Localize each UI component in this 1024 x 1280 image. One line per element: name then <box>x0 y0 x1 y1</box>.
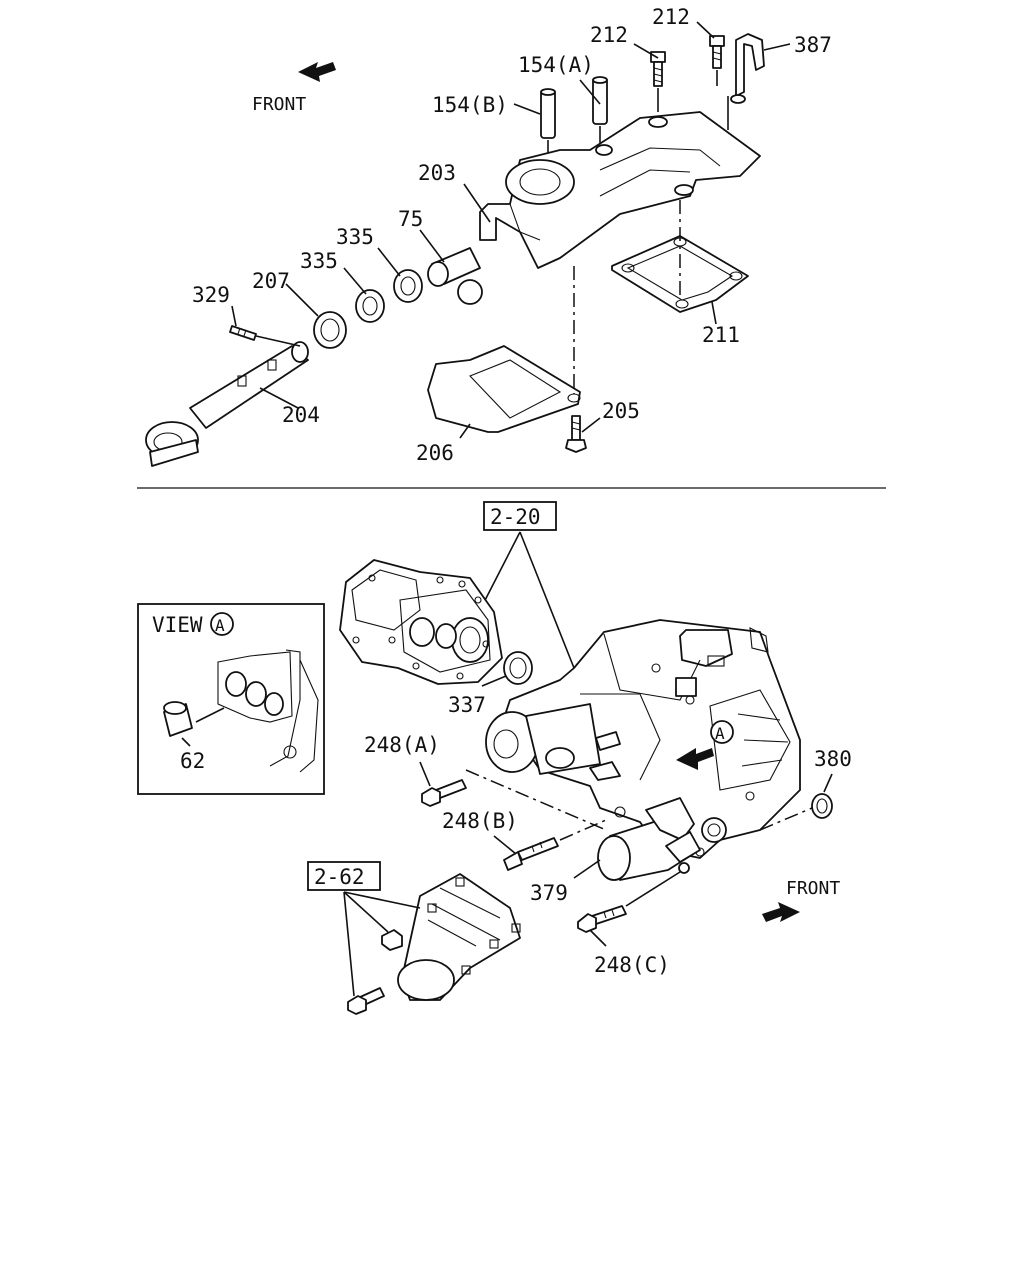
callout-379: 379 <box>530 881 568 905</box>
actuator-379 <box>597 797 701 881</box>
callout-204: 204 <box>282 403 320 427</box>
ref-2-20-label: 2-20 <box>490 505 541 529</box>
front-label-lower: FRONT <box>786 878 840 899</box>
callout-205: 205 <box>602 399 640 423</box>
oil-seal-337 <box>481 651 533 687</box>
transmission-case-small <box>339 559 503 685</box>
callout-211: 211 <box>702 323 740 347</box>
callout-335-right: 335 <box>336 225 374 249</box>
ref-box-2-20: 2-20 <box>483 501 557 531</box>
callout-206: 206 <box>416 441 454 465</box>
callout-337: 337 <box>448 693 486 717</box>
ref-2-62-label: 2-62 <box>314 865 365 889</box>
callout-207: 207 <box>252 269 290 293</box>
callout-248c: 248(C) <box>594 953 670 977</box>
callout-248a: 248(A) <box>364 733 440 757</box>
bolt-248b <box>493 819 607 871</box>
bolt-248c <box>577 871 681 947</box>
starter-assembly <box>347 873 521 1015</box>
ring-335-right <box>393 269 423 303</box>
bushing-75 <box>427 247 483 305</box>
lower-assembly: 2-20 <box>137 501 852 1015</box>
callout-329: 329 <box>192 283 230 307</box>
spring-pin-329 <box>229 325 257 341</box>
bolt-248a <box>419 761 607 831</box>
callout-75: 75 <box>398 207 423 231</box>
callout-62: 62 <box>180 749 205 773</box>
view-a-arrow: A <box>676 720 734 770</box>
bolt-205 <box>565 415 587 453</box>
upper-assembly: FRONT <box>145 5 832 467</box>
detail-a-marker: A <box>715 724 725 743</box>
callout-203: 203 <box>418 161 456 185</box>
view-a-panel: VIEW A 62 <box>137 603 325 795</box>
housing-203 <box>479 111 761 269</box>
front-arrow-lower <box>762 902 800 922</box>
gasket-211 <box>611 200 749 313</box>
callout-387: 387 <box>794 33 832 57</box>
view-a-marker: A <box>215 616 225 635</box>
front-arrow-upper <box>298 62 336 82</box>
ref-box-2-62: 2-62 <box>307 861 381 891</box>
callout-335-left: 335 <box>300 249 338 273</box>
cover-206 <box>427 266 581 433</box>
bracket-387 <box>727 33 765 130</box>
callout-380: 380 <box>814 747 852 771</box>
o-ring-380 <box>759 773 833 831</box>
transmission-case-main <box>485 619 801 859</box>
shaft-204 <box>145 341 309 467</box>
callout-212-left: 212 <box>590 23 628 47</box>
bearing-207 <box>313 311 347 349</box>
callout-212-right: 212 <box>652 5 690 29</box>
callout-248b: 248(B) <box>442 809 518 833</box>
pin-154b <box>540 88 556 160</box>
callout-154b: 154(B) <box>432 93 508 117</box>
view-a-label: VIEW <box>152 613 203 637</box>
ring-335-left <box>355 289 385 323</box>
bolt-212-right <box>709 35 725 86</box>
callout-154a: 154(A) <box>518 53 594 77</box>
front-label-upper: FRONT <box>252 94 306 115</box>
bolt-212-left <box>650 51 666 112</box>
